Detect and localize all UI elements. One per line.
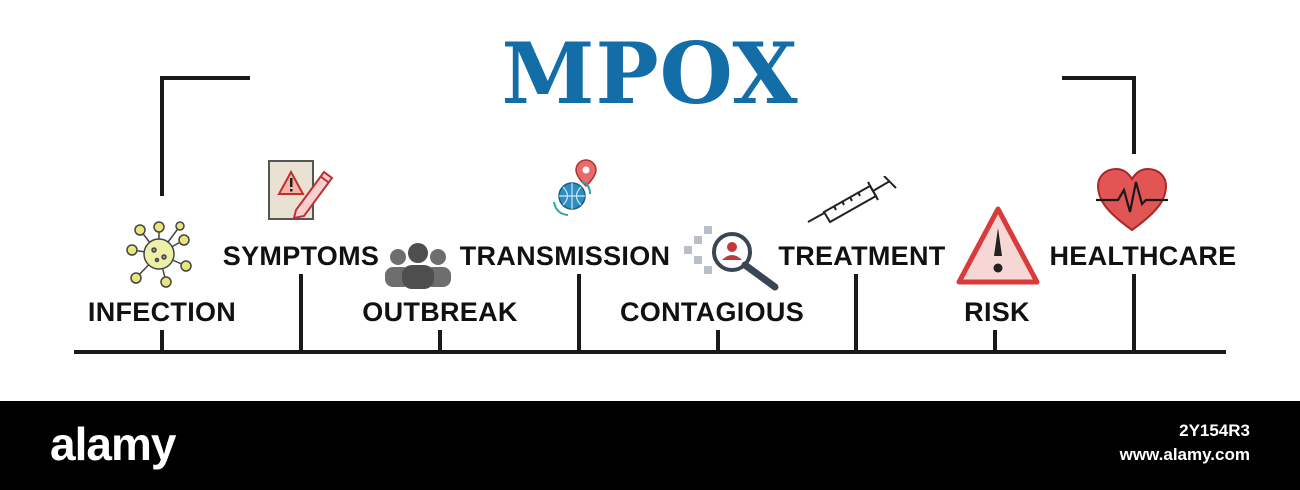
heart-pulse-icon <box>1096 167 1168 232</box>
syringe-icon <box>807 176 897 224</box>
label-treatment: TREATMENT <box>778 241 946 271</box>
tick-infection <box>160 330 164 352</box>
right-bracket-side <box>1132 76 1136 154</box>
label-risk: RISK <box>964 297 1030 327</box>
tick-risk <box>993 330 997 352</box>
tick-healthcare <box>1132 274 1136 352</box>
label-outbreak: OUTBREAK <box>362 297 518 327</box>
image-info: 2Y154R3 www.alamy.com <box>1120 419 1250 467</box>
timeline-baseline <box>74 350 1226 354</box>
tick-treatment <box>854 274 858 352</box>
label-healthcare: HEALTHCARE <box>1049 241 1237 271</box>
site-url: www.alamy.com <box>1119 445 1250 464</box>
left-bracket-top <box>160 76 250 80</box>
magnifier-person-icon <box>684 226 779 291</box>
tick-transmission <box>577 274 581 352</box>
right-bracket-top <box>1062 76 1136 80</box>
tick-symptoms <box>299 274 303 352</box>
people-group-icon <box>385 243 451 289</box>
label-transmission: TRANSMISSION <box>459 241 671 271</box>
brand-logo: alamy <box>50 418 176 470</box>
warning-triangle-icon <box>956 206 1040 285</box>
label-symptoms: SYMPTOMS <box>222 241 380 271</box>
label-infection: INFECTION <box>87 297 237 327</box>
image-id: 2Y154R3 <box>1179 421 1250 440</box>
label-contagious: CONTAGIOUS <box>620 297 804 327</box>
warning-document-icon <box>268 160 334 220</box>
left-bracket-side <box>160 76 164 196</box>
tick-contagious <box>716 330 720 352</box>
virus-icon <box>126 221 192 288</box>
footer-bar: alamy 2Y154R3 www.alamy.com <box>0 401 1300 490</box>
tick-outbreak <box>438 330 442 352</box>
page-title: MPOX <box>501 24 799 123</box>
globe-location-icon <box>553 159 597 216</box>
